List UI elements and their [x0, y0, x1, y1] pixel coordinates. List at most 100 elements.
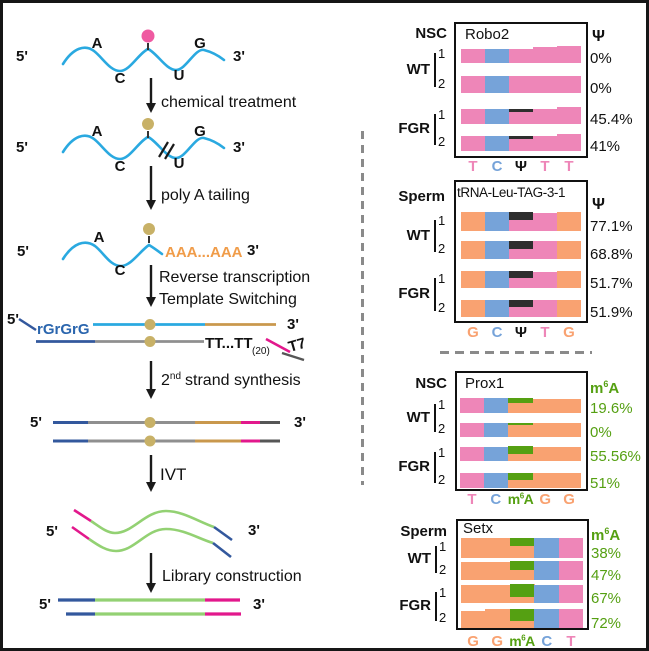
five-prime-label: 5' [46, 523, 58, 540]
ivt-5p-segment [71, 525, 90, 541]
base-segment [557, 271, 582, 288]
base-segment [485, 109, 510, 124]
step-label-line1: Reverse transcription [159, 269, 310, 286]
coverage-row [461, 561, 584, 580]
mod-header: m6A [590, 379, 620, 398]
base-segment [533, 213, 558, 231]
replicate-number: 1 [439, 585, 447, 600]
gene-title: Robo2 [465, 26, 510, 43]
mod-mark [509, 609, 535, 621]
modification-dot-icon [141, 29, 155, 43]
mod-mark [509, 271, 533, 278]
double-stranded-dna: 5' 3' [30, 414, 306, 447]
gene-title: tRNA-Leu-TAG-3-1 [457, 185, 566, 200]
three-prime-label: 3' [233, 48, 245, 65]
base-segment [509, 109, 534, 124]
adduct-dot-icon [142, 118, 154, 130]
gene-title: Setx [463, 520, 494, 537]
base-segment [460, 473, 485, 488]
condition-bracket [434, 403, 436, 432]
base-segment [484, 398, 509, 413]
five-prime-label: 5' [30, 414, 42, 431]
coverage-row [461, 212, 582, 231]
five-prime-label: 5' [39, 596, 51, 613]
replicate-number: 2 [438, 299, 446, 315]
base-segment [461, 241, 486, 259]
base-segment [485, 585, 511, 603]
base-segment [484, 447, 509, 461]
base-segment [485, 241, 510, 259]
coverage-row [461, 241, 582, 259]
base-segment [484, 423, 509, 437]
base-c: C [115, 158, 126, 175]
position-letter: C [541, 633, 553, 650]
percentage-label: 38% [591, 545, 622, 562]
five-prime-label: 5' [17, 243, 29, 260]
replicate-number: 1 [438, 396, 446, 412]
group-label: Sperm [400, 523, 447, 540]
condition-bracket [435, 546, 437, 573]
step-library-construction: Library construction [146, 553, 302, 593]
base-segment [557, 46, 582, 63]
condition-name: FGR [398, 120, 430, 137]
percentage-label: 41% [590, 138, 621, 155]
base-segment [533, 76, 558, 93]
position-letter: T [566, 633, 576, 650]
replicate-number: 2 [438, 471, 446, 487]
percentage-label: 47% [591, 567, 622, 584]
base-segment [533, 272, 558, 288]
position-letter: T [467, 491, 477, 508]
percentage-label: 19.6% [590, 400, 633, 417]
three-prime-label: 3' [233, 139, 245, 156]
base-segment [461, 212, 486, 231]
base-segment [532, 399, 558, 413]
vertical-dashed-divider [361, 131, 364, 485]
base-segment [534, 538, 559, 558]
cleavage-slash-icon [164, 143, 175, 160]
ts-adapter-line [18, 317, 37, 332]
base-segment [534, 609, 559, 628]
replicate-number: 2 [439, 609, 447, 625]
condition-name: FGR [399, 597, 431, 615]
condition-bracket [435, 592, 437, 621]
base-segment [558, 585, 584, 603]
step-label: chemical treatment [161, 94, 297, 111]
base-segment [556, 473, 582, 488]
base-segment [557, 107, 582, 124]
position-letter: G [467, 633, 479, 650]
base-segment [532, 423, 558, 437]
base-g: G [194, 123, 206, 140]
group-label: Sperm [398, 188, 445, 205]
five-prime-label: 5' [7, 311, 19, 328]
mod-header: Ψ [592, 28, 605, 45]
mod-mark [508, 398, 533, 403]
base-segment [460, 423, 485, 437]
replicate-number: 1 [438, 45, 446, 61]
base-u: U [174, 155, 185, 172]
oligo-dt-label: TT...TT [205, 335, 253, 352]
five-prime-label: 5' [16, 139, 28, 156]
base-c: C [115, 70, 126, 87]
base-segment [485, 300, 510, 317]
position-letter: C [491, 158, 503, 175]
mod-header: m6A [591, 526, 621, 545]
base-segment [534, 585, 559, 603]
base-segment [461, 76, 486, 93]
base-segment [461, 109, 486, 124]
base-segment [556, 399, 582, 413]
percentage-label: 67% [591, 590, 622, 607]
step-label: Library construction [162, 568, 302, 585]
base-segment [461, 271, 486, 288]
base-segment [534, 561, 559, 580]
condition-name: FGR [398, 458, 430, 476]
adduct-dot-icon [143, 223, 155, 235]
replicate-number: 2 [438, 133, 446, 149]
percentage-label: 0% [590, 50, 612, 67]
rna-after-treatment: 5' 3' A C U G [16, 118, 245, 175]
position-letter: T [540, 158, 550, 175]
position-letter: T [468, 158, 478, 175]
ivt-3p-segment [212, 541, 232, 559]
